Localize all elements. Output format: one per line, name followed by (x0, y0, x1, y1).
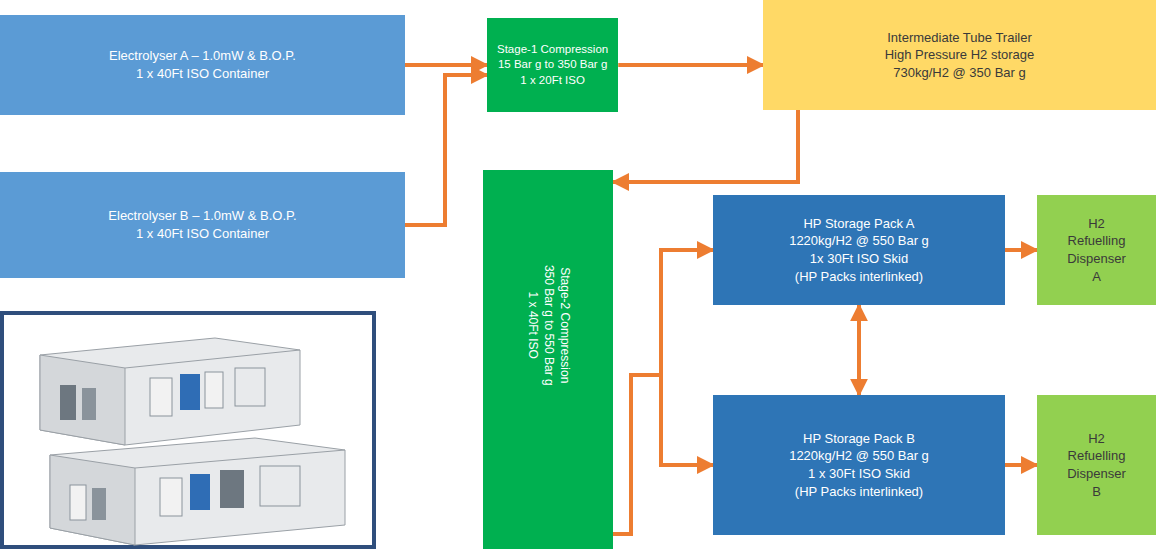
text-block: Stage-2 Compression350 Bar g to 550 Bar … (518, 135, 579, 514)
equipment (220, 470, 244, 508)
flow-arrow (1005, 463, 1037, 467)
box-text: 15 Bar g to 350 Bar g (497, 57, 608, 73)
box-text: 1 x 30Ft ISO Skid (789, 465, 929, 483)
text-block: Intermediate Tube TrailerHigh Pressure H… (877, 23, 1043, 88)
box-text: 1 x 20Ft ISO (497, 73, 608, 89)
equipment (160, 478, 182, 516)
text-block: Stage-1 Compression15 Bar g to 350 Bar g… (489, 36, 616, 95)
electrolyser-box: Electrolyser B – 1.0mW & B.O.P.1 x 40Ft … (0, 172, 405, 278)
box-heading: Stage-1 Compression (497, 42, 608, 58)
container-illustration (2, 313, 374, 547)
box-heading: Intermediate Tube Trailer (885, 29, 1035, 47)
equipment (92, 488, 106, 520)
flow-arrow (405, 63, 487, 67)
box-text: 1 x 40Ft ISO Container (109, 65, 296, 83)
container-end (50, 455, 135, 545)
equipment (205, 372, 223, 408)
compressor-box: Stage-1 Compression15 Bar g to 350 Bar g… (487, 18, 618, 112)
equipment (180, 374, 200, 410)
text-block: H2 Refuelling Dispenser A (1054, 209, 1140, 291)
box-heading: H2 Refuelling Dispenser A (1062, 215, 1132, 285)
equipment (60, 385, 76, 420)
container-rendering (50, 438, 345, 545)
container-rendering (40, 338, 300, 445)
equipment (70, 485, 86, 520)
storage-pack-box: HP Storage Pack A1220kg/H2 @ 550 Bar g1x… (713, 195, 1005, 305)
box-text: 1x 30Ft ISO Skid (789, 250, 929, 268)
text-block: HP Storage Pack A1220kg/H2 @ 550 Bar g1x… (781, 209, 937, 291)
container-edge (125, 350, 300, 368)
flow-arrow (613, 250, 713, 534)
box-heading: H2 Refuelling Dispenser B (1062, 430, 1132, 500)
text-block: HP Storage Pack B1220kg/H2 @ 550 Bar g1 … (781, 424, 937, 506)
box-heading: Electrolyser A – 1.0mW & B.O.P. (109, 47, 296, 65)
box-text: 1 x 40Ft ISO (524, 143, 540, 506)
box-heading: HP Storage Pack A (789, 215, 929, 233)
flow-arrow (405, 75, 487, 225)
flow-arrow (613, 110, 798, 182)
container-edge (135, 450, 345, 468)
container-end (40, 355, 125, 445)
box-text: 1220kg/H2 @ 550 Bar g (789, 447, 929, 465)
text-block: Electrolyser A – 1.0mW & B.O.P.1 x 40Ft … (101, 41, 304, 88)
storage-pack-box: HP Storage Pack B1220kg/H2 @ 550 Bar g1 … (713, 395, 1005, 535)
equipment-rack (260, 466, 300, 506)
compressor-box: Stage-2 Compression350 Bar g to 550 Bar … (483, 170, 613, 549)
dispenser-box: H2 Refuelling Dispenser A (1037, 195, 1156, 305)
text-block: Electrolyser B – 1.0mW & B.O.P.1 x 40Ft … (100, 201, 304, 248)
box-text: High Pressure H2 storage (885, 46, 1035, 64)
equipment (190, 474, 210, 510)
equipment (82, 388, 96, 420)
flow-arrow (857, 305, 861, 395)
flow-arrow (618, 63, 763, 67)
dispenser-box: H2 Refuelling Dispenser B (1037, 395, 1156, 535)
illustration-frame (2, 313, 374, 547)
box-text: (HP Packs interlinked) (789, 268, 929, 286)
electrolyser-box: Electrolyser A – 1.0mW & B.O.P.1 x 40Ft … (0, 15, 405, 115)
equipment (150, 378, 172, 416)
box-heading: HP Storage Pack B (789, 430, 929, 448)
box-heading: Stage-2 Compression (556, 143, 572, 506)
flow-arrow (613, 375, 713, 534)
box-heading: Electrolyser B – 1.0mW & B.O.P. (108, 207, 296, 225)
box-text: 1 x 40Ft ISO Container (108, 225, 296, 243)
box-text: 1220kg/H2 @ 550 Bar g (789, 232, 929, 250)
text-block: H2 Refuelling Dispenser B (1054, 424, 1140, 506)
flow-arrow (1005, 248, 1037, 252)
box-text: 730kg/H2 @ 350 Bar g (885, 64, 1035, 82)
equipment-rack (235, 368, 265, 406)
box-text: (HP Packs interlinked) (789, 483, 929, 501)
storage-box: Intermediate Tube TrailerHigh Pressure H… (763, 0, 1156, 110)
box-text: 350 Bar g to 550 Bar g (540, 143, 556, 506)
